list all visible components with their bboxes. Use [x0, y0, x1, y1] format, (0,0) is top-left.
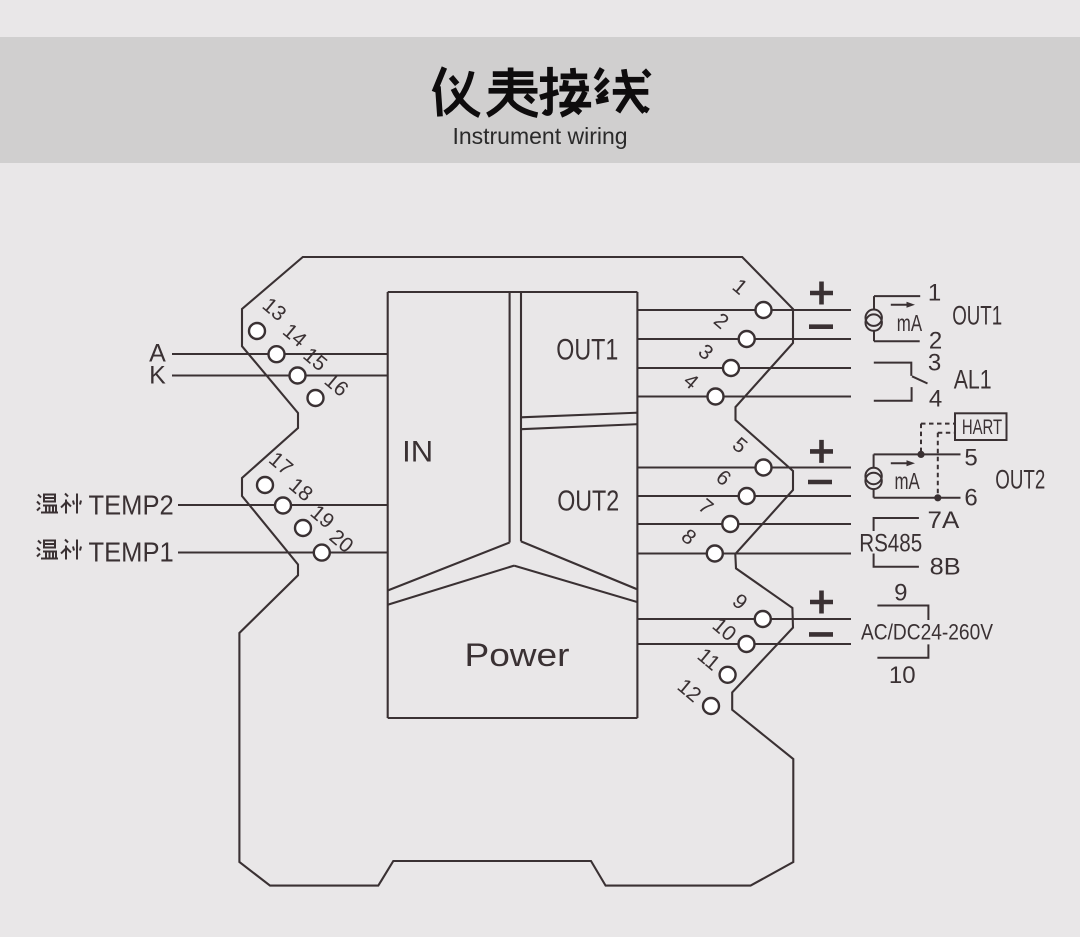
- svg-text:9: 9: [728, 590, 752, 615]
- svg-text:A: A: [149, 340, 166, 368]
- svg-text:13: 13: [258, 293, 291, 326]
- svg-text:mA: mA: [897, 310, 923, 336]
- svg-text:AC/DC24-260V: AC/DC24-260V: [861, 619, 993, 644]
- svg-text:TEMP1: TEMP1: [89, 537, 174, 568]
- svg-text:9: 9: [894, 579, 907, 606]
- svg-text:3: 3: [694, 340, 718, 365]
- svg-text:OUT2: OUT2: [557, 486, 619, 518]
- svg-text:K: K: [149, 362, 166, 390]
- svg-text:1: 1: [928, 280, 941, 307]
- svg-text:5: 5: [728, 433, 752, 458]
- svg-text:6: 6: [711, 466, 735, 491]
- svg-text:4: 4: [929, 386, 942, 413]
- svg-text:RS485: RS485: [859, 529, 922, 557]
- svg-text:12: 12: [673, 674, 706, 707]
- svg-text:AL1: AL1: [954, 365, 992, 395]
- svg-text:7A: 7A: [928, 507, 960, 534]
- svg-text:5: 5: [964, 445, 977, 472]
- svg-text:Power: Power: [465, 637, 570, 673]
- svg-text:2: 2: [709, 309, 733, 334]
- svg-text:OUT1: OUT1: [952, 301, 1002, 331]
- svg-text:10: 10: [889, 662, 916, 689]
- svg-text:6: 6: [964, 484, 977, 511]
- svg-text:OUT1: OUT1: [556, 333, 618, 366]
- svg-text:IN: IN: [402, 436, 433, 469]
- svg-text:TEMP2: TEMP2: [89, 489, 174, 520]
- svg-text:16: 16: [320, 369, 353, 402]
- svg-text:7: 7: [694, 495, 718, 520]
- svg-text:OUT2: OUT2: [995, 464, 1045, 494]
- svg-text:2: 2: [929, 328, 942, 355]
- svg-text:3: 3: [928, 350, 941, 377]
- svg-text:HART: HART: [962, 416, 1002, 439]
- svg-text:4: 4: [679, 369, 703, 394]
- svg-text:mA: mA: [895, 468, 921, 494]
- svg-text:8B: 8B: [930, 554, 961, 581]
- svg-text:8: 8: [677, 525, 701, 550]
- svg-text:14: 14: [278, 319, 311, 352]
- svg-text:1: 1: [728, 275, 752, 300]
